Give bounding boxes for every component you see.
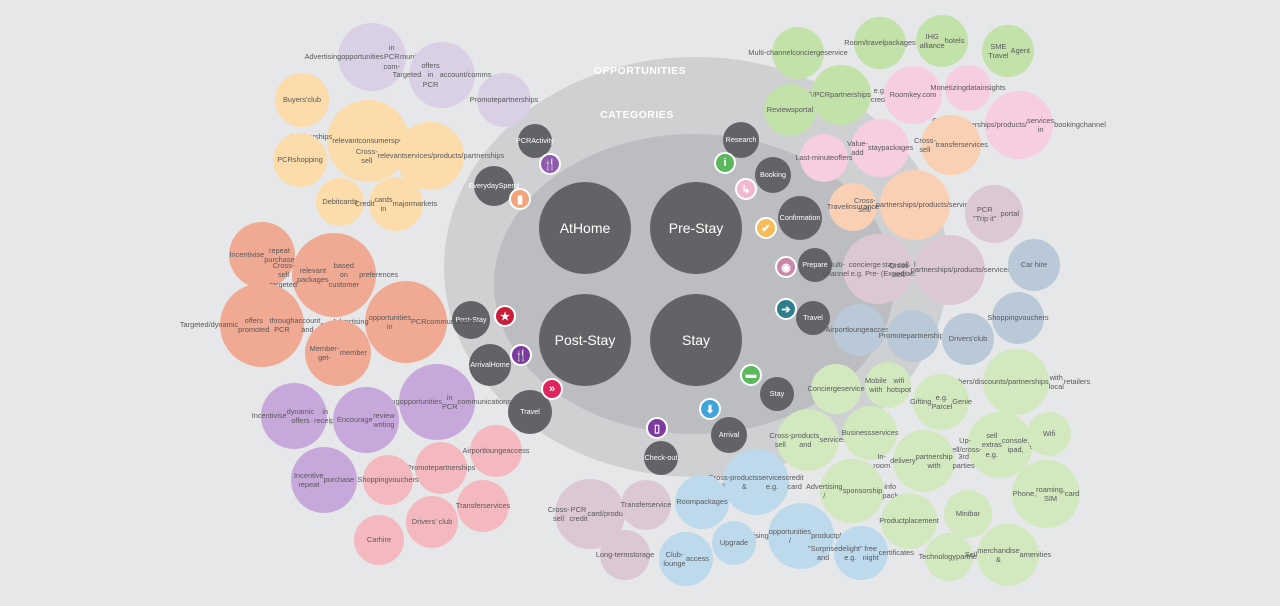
door-icon: ▯ <box>646 417 668 439</box>
core-stage-1: Pre-Stay <box>650 182 742 274</box>
opportunity-bubble: Drivers' club <box>406 496 458 548</box>
opportunity-bubble: Minibar <box>944 490 992 538</box>
opportunity-bubble: Drivers'club <box>942 313 994 365</box>
core-stage-3: Stay <box>650 294 742 386</box>
opportunity-bubble: Buyers'club <box>275 73 329 127</box>
opportunity-bubble: Partnerships inrelevantconsumerspendcate… <box>291 100 445 182</box>
arrow-right-icon: ➔ <box>775 298 797 320</box>
star-icon: ★ <box>494 305 516 327</box>
opportunity-bubble: Upgrade <box>712 521 756 565</box>
opportunity-bubble: Cross-sellpartnerships/products/services… <box>932 91 1106 159</box>
opportunity-bubble: Cross-sell/partnerships/products/service… <box>854 170 976 240</box>
target-icon: ◉ <box>775 256 797 278</box>
opportunity-bubble: PCR "Trip it"portal <box>965 185 1023 243</box>
core-stage-2: Post-Stay <box>539 294 631 386</box>
dining-icon: 🍴 <box>539 153 561 175</box>
check-icon: ✔ <box>755 217 777 239</box>
category-bubble: Prepare <box>798 248 832 282</box>
opportunity-bubble: Wifi <box>1027 412 1071 456</box>
categories-label: CATEGORIES <box>600 109 674 121</box>
opportunities-label: OPPORTUNITIES <box>593 65 687 77</box>
download-icon: ⬇ <box>699 398 721 420</box>
opportunity-bubble: Cross-sell/partnerships/products/service… <box>889 235 1011 305</box>
category-bubble: Arrival <box>711 417 747 453</box>
card-icon: ▮ <box>509 188 531 210</box>
opportunity-bubble: Member-get-member <box>305 320 371 386</box>
opportunity-bubble: Roomkey.com <box>884 66 942 124</box>
category-bubble: Booking <box>755 157 791 193</box>
dining-icon: 🍴 <box>510 344 532 366</box>
category-bubble: Travel <box>796 301 830 335</box>
forward-icon: » <box>541 378 563 400</box>
info-icon: i <box>714 152 736 174</box>
category-bubble: Stay <box>760 377 794 411</box>
category-bubble: Check-out <box>644 441 678 475</box>
bed-icon: ▬ <box>740 364 762 386</box>
category-bubble: Post-Stay <box>452 301 490 339</box>
category-bubble: Confirmation <box>778 196 822 240</box>
opportunity-bubble: Car hire <box>1008 239 1060 291</box>
booking-arrow-icon: ↳ <box>735 178 757 200</box>
